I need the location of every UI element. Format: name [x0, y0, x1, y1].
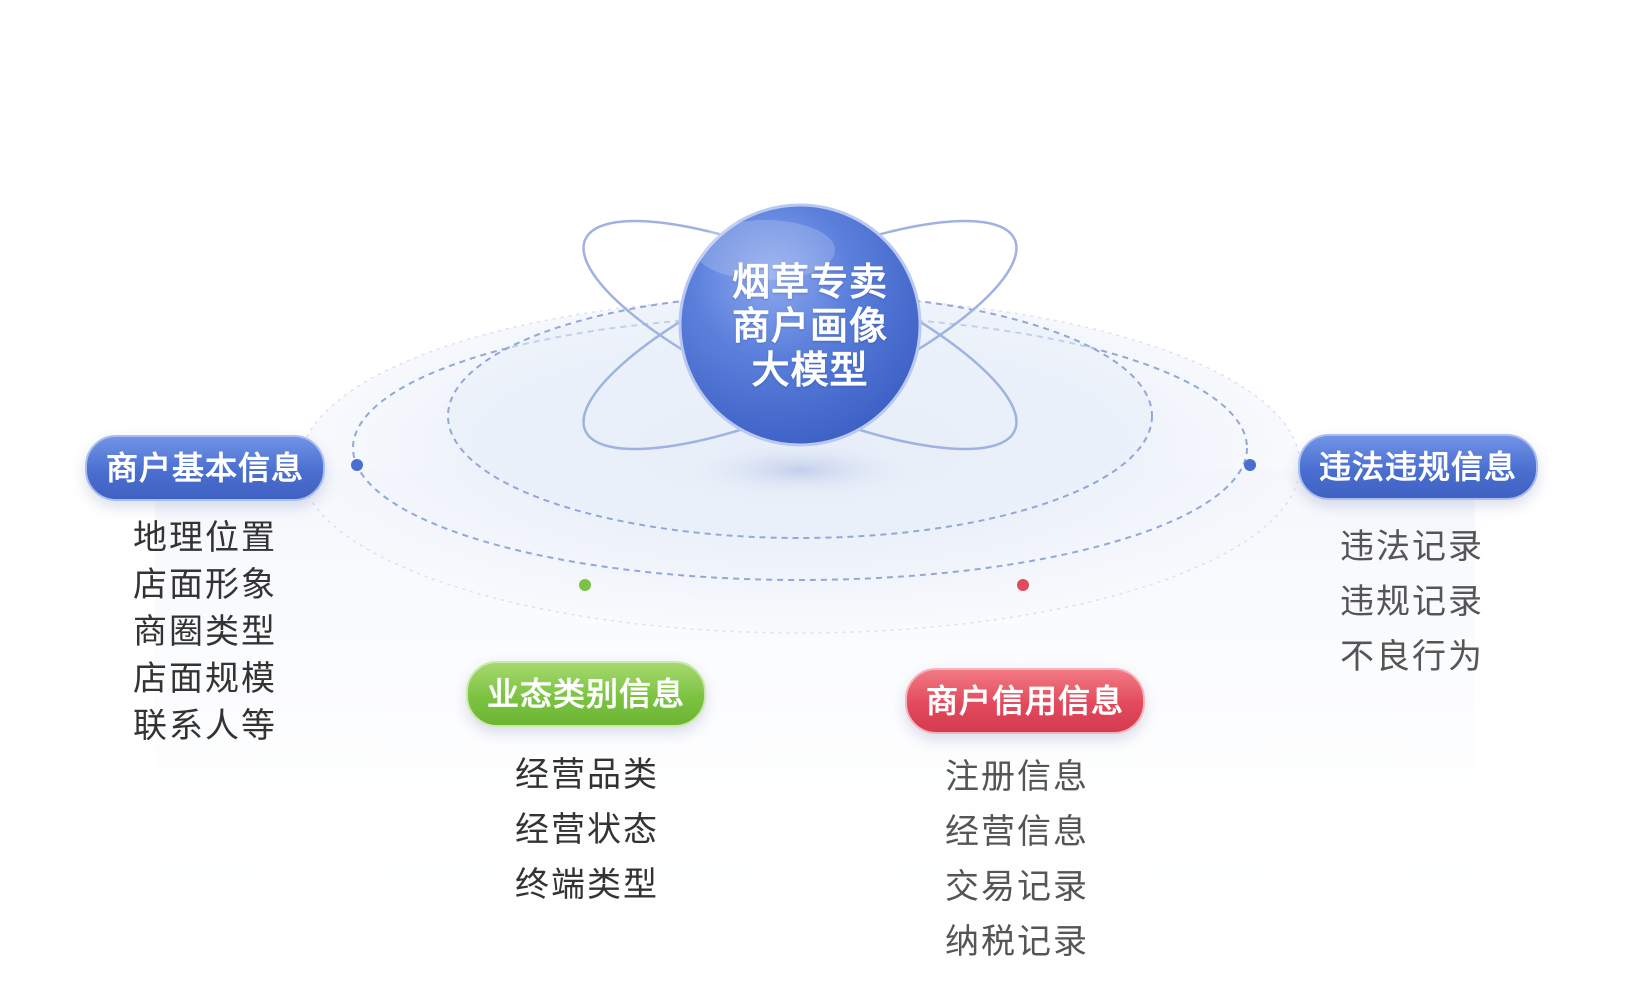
- core-title-line-2: 商户画像: [731, 304, 888, 348]
- violation-info-list: 违法记录 违规记录 不良行为: [1340, 520, 1484, 685]
- list-item: 店面形象: [133, 565, 277, 605]
- dot-business-type: [579, 579, 591, 591]
- core-sphere: [678, 203, 922, 447]
- business-type-pill: 业态类别信息: [466, 661, 706, 727]
- list-item: 交易记录: [945, 867, 1089, 907]
- violation-info-pill: 违法违规信息: [1298, 434, 1538, 500]
- dot-violation-info: [1244, 459, 1256, 471]
- list-item: 纳税记录: [945, 922, 1089, 962]
- list-item: 经营品类: [515, 755, 659, 795]
- sphere-shadow: [690, 444, 910, 496]
- credit-info-pill: 商户信用信息: [905, 668, 1145, 734]
- list-item: 经营信息: [945, 812, 1089, 852]
- list-item: 经营状态: [515, 810, 659, 850]
- list-item: 不良行为: [1340, 637, 1484, 677]
- list-item: 违规记录: [1340, 582, 1484, 622]
- list-item: 联系人等: [133, 706, 277, 746]
- core-title-line-3: 大模型: [751, 348, 869, 392]
- list-item: 店面规模: [133, 659, 277, 699]
- dot-credit-info: [1017, 579, 1029, 591]
- basic-info-list: 地理位置 店面形象 商圈类型 店面规模 联系人等: [133, 515, 277, 750]
- credit-info-list: 注册信息 经营信息 交易记录 纳税记录: [945, 750, 1089, 970]
- core-title: 烟草专卖 商户画像 大模型: [690, 260, 930, 392]
- list-item: 注册信息: [945, 757, 1089, 797]
- business-type-list: 经营品类 经营状态 终端类型: [515, 748, 659, 913]
- list-item: 地理位置: [133, 518, 277, 558]
- dot-basic-info: [351, 459, 363, 471]
- list-item: 终端类型: [515, 865, 659, 905]
- list-item: 违法记录: [1340, 527, 1484, 567]
- core-title-line-1: 烟草专卖: [731, 260, 888, 304]
- basic-info-pill: 商户基本信息: [85, 435, 325, 501]
- core-sphere-highlight: [695, 220, 835, 280]
- list-item: 商圈类型: [133, 612, 277, 652]
